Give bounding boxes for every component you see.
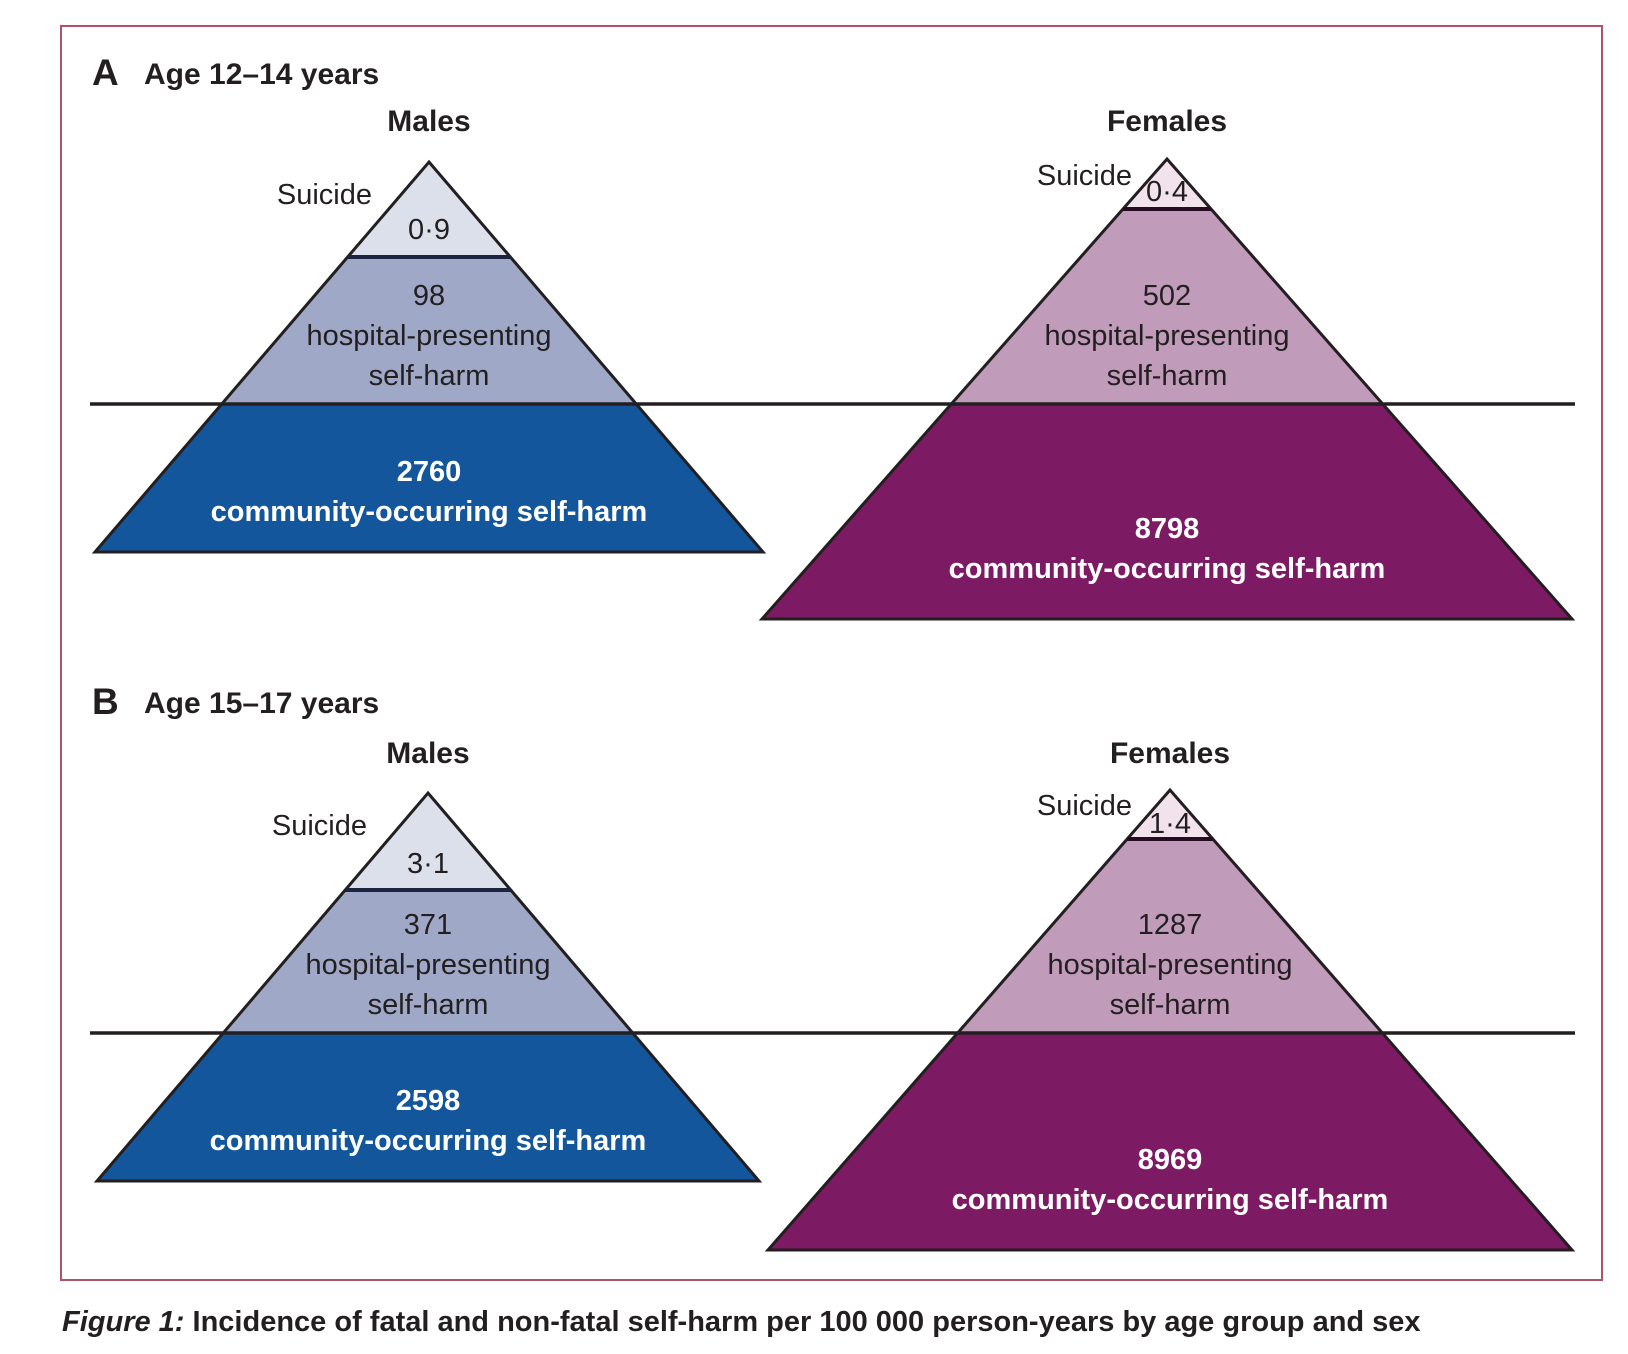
females-b-outline (764, 787, 1576, 1252)
pyramid-males-b (97, 793, 759, 1181)
figure-caption-text: Incidence of fatal and non-fatal self-ha… (184, 1306, 1421, 1338)
females-b-community-text: 8969 community-occurring self-harm (820, 1033, 1520, 1250)
males-b-community-section (97, 1033, 759, 1181)
females-a-hospital-value: 502 (1142, 280, 1192, 312)
pyramids-canvas (90, 156, 1576, 1252)
pyramid-males-a (95, 162, 763, 552)
males-b-community-label: community-occurring self-harm (209, 1125, 647, 1157)
males-b-suicide-section (345, 793, 511, 890)
males-b-outline (93, 790, 763, 1183)
panel-b-letter: B (92, 681, 119, 722)
females-b-community-section (768, 1033, 1572, 1250)
males-b-suicide-value: 3·1 (407, 848, 449, 880)
males-a-hospital-line1: hospital-presenting (306, 320, 552, 352)
males-a-community-section (95, 404, 763, 552)
females-a-community-section (762, 404, 1572, 619)
figure-caption: Figure 1: Incidence of fatal and non-fat… (62, 1306, 1602, 1339)
males-b-hospital-value: 371 (403, 909, 453, 941)
males-a-community-text: 2760 community-occurring self-harm (109, 404, 749, 552)
females-b-community-value: 8969 (1137, 1144, 1203, 1176)
females-a-header: Females (1106, 105, 1228, 138)
males-b-hospital-section (223, 890, 633, 1033)
females-b-suicide-value: 1·4 (1149, 808, 1191, 840)
pyramid-females-a (762, 159, 1572, 619)
females-b-suicide-label: Suicide (1036, 790, 1132, 822)
males-b-suicide-label: Suicide (271, 810, 367, 842)
males-a-hospital-text: 98 hospital-presenting self-harm (219, 257, 639, 404)
females-b-hospital-line2: self-harm (1109, 989, 1231, 1021)
females-b-hospital-line1: hospital-presenting (1047, 949, 1293, 981)
females-b-hospital-text: 1287 hospital-presenting self-harm (940, 839, 1400, 1033)
females-a-suicide-value: 0·4 (1146, 176, 1188, 208)
females-b-community-label: community-occurring self-harm (951, 1184, 1389, 1216)
females-a-hospital-line2: self-harm (1106, 360, 1228, 392)
panel-a-letter: A (92, 52, 119, 93)
males-b-hospital-line1: hospital-presenting (305, 949, 551, 981)
females-a-hospital-text: 502 hospital-presenting self-harm (937, 209, 1397, 404)
females-a-suicide-section (1123, 159, 1211, 209)
pyramid-females-b (768, 790, 1572, 1250)
males-a-hospital-line2: self-harm (368, 360, 490, 392)
males-a-outline (91, 159, 767, 554)
panel-b-title: Age 15–17 years (144, 687, 380, 720)
males-b-hospital-text: 371 hospital-presenting self-harm (218, 890, 638, 1033)
females-a-community-value: 8798 (1134, 513, 1200, 545)
females-b-header: Females (1109, 737, 1231, 770)
males-b-community-text: 2598 community-occurring self-harm (108, 1033, 748, 1181)
figure-caption-label: Figure 1: (62, 1306, 185, 1338)
females-b-hospital-value: 1287 (1137, 909, 1203, 941)
males-b-hospital-line2: self-harm (367, 989, 489, 1021)
males-a-header: Males (387, 105, 471, 138)
males-b-header: Males (386, 737, 470, 770)
females-a-suicide-label: Suicide (1036, 160, 1132, 192)
males-a-community-label: community-occurring self-harm (210, 496, 648, 528)
females-b-hospital-section (957, 839, 1383, 1033)
males-a-suicide-value: 0·9 (408, 214, 450, 246)
females-b-suicide-section (1127, 790, 1213, 839)
males-a-hospital-value: 98 (412, 280, 446, 312)
males-a-suicide-label: Suicide (276, 179, 372, 211)
males-a-community-value: 2760 (396, 456, 462, 488)
panel-a-title: Age 12–14 years (144, 58, 380, 91)
females-a-hospital-line1: hospital-presenting (1044, 320, 1290, 352)
males-b-community-value: 2598 (395, 1085, 461, 1117)
females-a-outline (758, 156, 1576, 621)
figure-border-box: A Age 12–14 years Males Suicide 0·9 98 h… (60, 25, 1603, 1281)
females-a-hospital-section (951, 209, 1383, 404)
females-a-community-text: 8798 community-occurring self-harm (817, 404, 1517, 619)
females-a-community-label: community-occurring self-harm (948, 553, 1386, 585)
males-a-hospital-section (221, 257, 637, 404)
males-a-suicide-section (347, 162, 511, 257)
